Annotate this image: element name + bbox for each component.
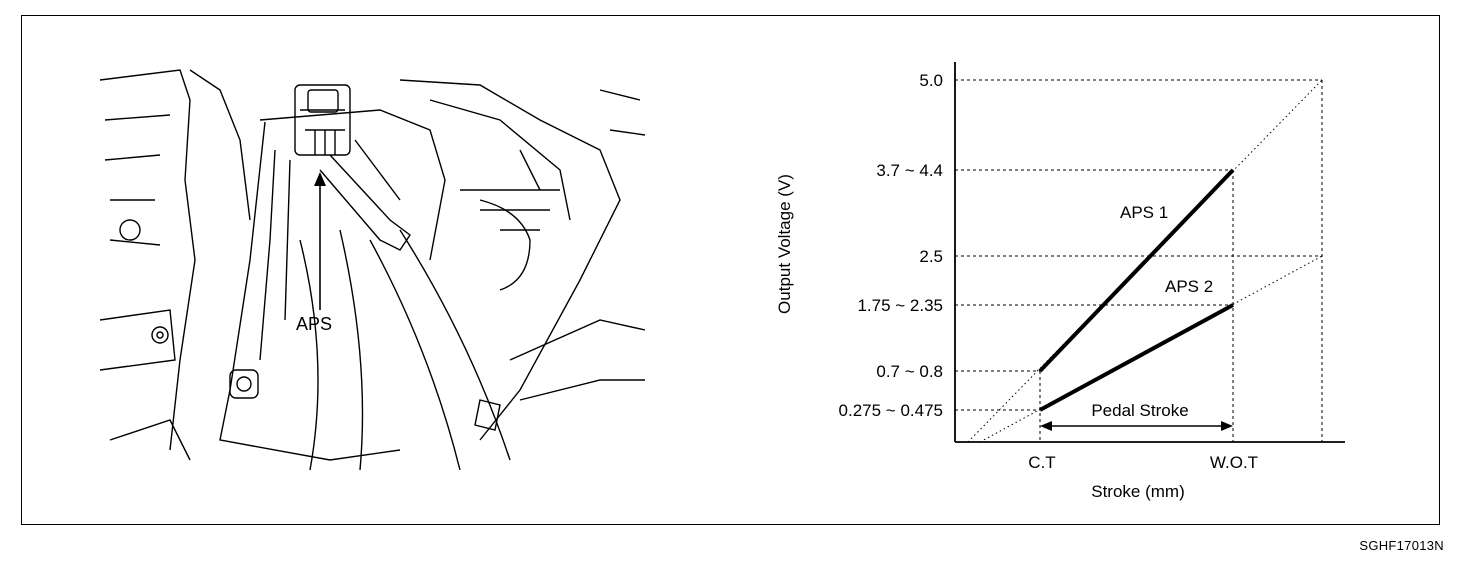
- y-tick-labels: 5.0 3.7 ~ 4.4 2.5 1.75 ~ 2.35 0.7 ~ 0.8 …: [839, 71, 943, 420]
- callout-arrow-head: [314, 172, 326, 186]
- aps1-line: [1038, 168, 1235, 373]
- y-tick-label: 5.0: [919, 71, 943, 90]
- pedal-stroke-arrow-left: [1040, 421, 1052, 431]
- aps2-line: [1039, 303, 1234, 412]
- pedal-stroke-dimension: Pedal Stroke: [1040, 401, 1233, 431]
- pedal-stroke-label: Pedal Stroke: [1091, 401, 1188, 420]
- y-axis-title: Output Voltage (V): [775, 174, 794, 314]
- x-tick-labels: C.T W.O.T: [1028, 453, 1258, 472]
- pedal-module-illustration: [100, 69, 645, 470]
- y-tick-label: 3.7 ~ 4.4: [876, 161, 943, 180]
- reference-lines: [955, 79, 1323, 442]
- y-tick-label: 0.275 ~ 0.475: [839, 401, 943, 420]
- series-label-aps2: APS 2: [1165, 277, 1213, 296]
- y-tick-label: 2.5: [919, 247, 943, 266]
- figure-frame: [21, 15, 1440, 525]
- figure-code: SGHF17013N: [1359, 538, 1444, 553]
- aps-callout-label: APS: [296, 314, 332, 334]
- series-label-aps1: APS 1: [1120, 203, 1168, 222]
- y-tick-label: 0.7 ~ 0.8: [876, 362, 943, 381]
- pedal-stroke-arrow-right: [1221, 421, 1233, 431]
- x-tick-label: W.O.T: [1210, 453, 1258, 472]
- x-tick-label: C.T: [1028, 453, 1055, 472]
- y-tick-label: 1.75 ~ 2.35: [857, 296, 943, 315]
- x-axis-title: Stroke (mm): [1091, 482, 1185, 501]
- aps-callout: APS: [296, 172, 332, 334]
